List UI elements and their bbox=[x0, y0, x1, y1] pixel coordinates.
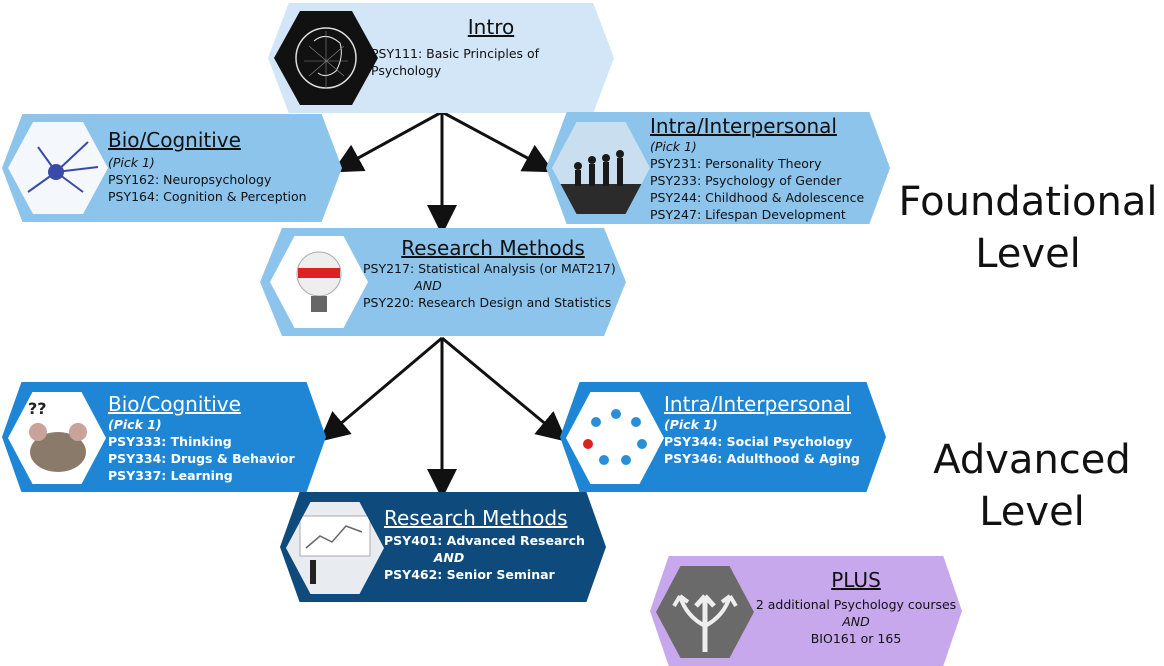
advanced-bio-title: Bio/Cognitive bbox=[108, 392, 241, 416]
foundational-intra-course: PSY247: Lifespan Development bbox=[650, 207, 846, 222]
advanced-methods-and: AND bbox=[433, 550, 465, 565]
foundational-intra-title: Intra/Interpersonal bbox=[650, 114, 837, 138]
brain-head-icon bbox=[274, 11, 378, 105]
foundational-level-label: Foundational Level bbox=[895, 176, 1161, 280]
advanced-intra-course: PSY344: Social Psychology bbox=[664, 434, 853, 449]
advanced-methods-title: Research Methods bbox=[384, 506, 568, 530]
advanced-level-line2: Level bbox=[979, 489, 1085, 535]
presentation-board-icon bbox=[286, 502, 384, 594]
foundational-intra-pick: (Pick 1) bbox=[650, 139, 697, 154]
foundational-intra-course: PSY231: Personality Theory bbox=[650, 156, 822, 171]
foundational-bio-course: PSY164: Cognition & Perception bbox=[108, 189, 307, 204]
advanced-level-line1: Advanced bbox=[933, 437, 1131, 483]
foundational-bio-pick: (Pick 1) bbox=[108, 155, 155, 170]
advanced-intra-title: Intra/Interpersonal bbox=[664, 392, 851, 416]
social-circle-icon bbox=[566, 392, 664, 484]
foundational-bio-title: Bio/Cognitive bbox=[108, 128, 241, 152]
plus-title: PLUS bbox=[831, 568, 881, 592]
advanced-methods-line1: PSY401: Advanced Research bbox=[384, 533, 585, 548]
plus-and: AND bbox=[842, 614, 870, 629]
advanced-intra-course: PSY346: Adulthood & Aging bbox=[664, 451, 860, 466]
svg-text:??: ?? bbox=[28, 399, 47, 418]
plus-box: PLUS 2 additional Psychology courses AND… bbox=[650, 556, 962, 666]
arrow-intro-to-intra bbox=[441, 110, 554, 173]
foundational-methods-line2: PSY220: Research Design and Statistics bbox=[363, 295, 612, 310]
foundational-intra-box: Intra/Interpersonal (Pick 1) PSY231: Per… bbox=[546, 112, 890, 224]
foundational-intra-course: PSY244: Childhood & Adolescence bbox=[650, 190, 865, 205]
foundational-level-line1: Foundational bbox=[898, 179, 1158, 225]
research-lightbulb-icon bbox=[270, 236, 368, 328]
plus-line1: 2 additional Psychology courses bbox=[755, 597, 957, 612]
advanced-intra-pick: (Pick 1) bbox=[664, 417, 718, 432]
advanced-intra-box: Intra/Interpersonal (Pick 1) PSY344: Soc… bbox=[560, 382, 886, 492]
foundational-methods-and: AND bbox=[414, 278, 442, 293]
rat-question-icon: ?? bbox=[8, 392, 106, 484]
advanced-methods-box: Research Methods PSY401: Advanced Resear… bbox=[280, 492, 606, 602]
foundational-bio-box: Bio/Cognitive (Pick 1) PSY162: Neuropsyc… bbox=[2, 114, 342, 222]
advanced-level-label: Advanced Level bbox=[900, 434, 1164, 538]
foundational-methods-line1: PSY217: Statistical Analysis (or MAT217) bbox=[363, 261, 616, 276]
advanced-bio-course: PSY337: Learning bbox=[108, 468, 233, 483]
neuron-icon bbox=[8, 122, 108, 214]
advanced-bio-course: PSY334: Drugs & Behavior bbox=[108, 451, 295, 466]
split-arrows-road-icon bbox=[656, 566, 754, 658]
arrow-methods-to-adv-bio bbox=[319, 336, 443, 442]
advanced-bio-box: ?? Bio/Cognitive (Pick 1) PSY333: Thinki… bbox=[2, 382, 326, 492]
advanced-bio-course: PSY333: Thinking bbox=[108, 434, 232, 449]
plus-line2: BIO161 or 165 bbox=[810, 631, 902, 646]
people-silhouette-icon bbox=[552, 122, 650, 214]
intro-title: Intro bbox=[467, 15, 515, 39]
foundational-intra-course: PSY233: Psychology of Gender bbox=[650, 173, 842, 188]
advanced-methods-line2: PSY462: Senior Seminar bbox=[384, 567, 555, 582]
intro-course: PSY111: Basic Principles of Psychology bbox=[371, 46, 540, 78]
advanced-bio-pick: (Pick 1) bbox=[108, 417, 162, 432]
arrow-methods-to-adv-intra bbox=[441, 336, 567, 442]
foundational-level-line2: Level bbox=[975, 231, 1081, 277]
foundational-methods-title: Research Methods bbox=[401, 236, 585, 260]
foundational-methods-box: Research Methods PSY217: Statistical Ana… bbox=[260, 228, 626, 336]
arrow-intro-to-bio bbox=[332, 110, 443, 173]
intro-box: Intro PSY111: Basic Principles of Psycho… bbox=[268, 3, 614, 113]
foundational-bio-course: PSY162: Neuropsychology bbox=[108, 172, 272, 187]
